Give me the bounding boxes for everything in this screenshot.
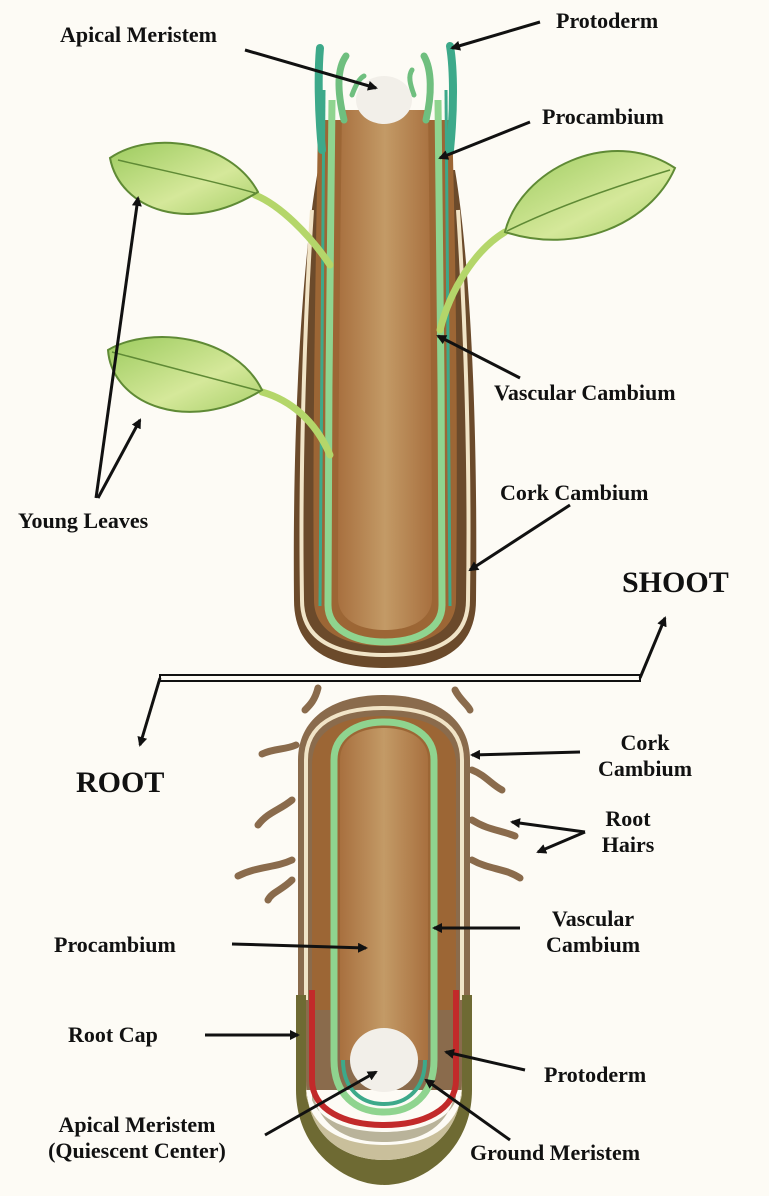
label-root-apical-meristem-line2: (Quiescent Center) (6, 1138, 268, 1164)
shoot-tip-outer-right (450, 46, 453, 150)
label-shoot: SHOOT (622, 566, 729, 600)
arrow-root-cork-cambium (472, 752, 580, 755)
label-root-protoderm: Protoderm (544, 1062, 646, 1088)
label-root-cork-cambium: Cork Cambium (590, 730, 700, 782)
arrow-shoot (640, 618, 665, 678)
label-young-leaves: Young Leaves (18, 508, 148, 534)
label-root-hairs-line1: Root (588, 806, 668, 832)
label-root-vascular-cambium-line2: Cambium (528, 932, 658, 958)
shoot-tip-small-right (410, 70, 414, 95)
arrow-root-hairs-2 (538, 832, 585, 852)
label-root-vascular-cambium: Vascular Cambium (528, 906, 658, 958)
arrow-shoot-protoderm (452, 22, 540, 48)
label-root-apical-meristem: Apical Meristem (Quiescent Center) (6, 1112, 268, 1164)
label-root-cork-cambium-line2: Cambium (590, 756, 700, 782)
label-shoot-vascular-cambium: Vascular Cambium (494, 380, 676, 406)
leaf-upper-left (110, 143, 258, 214)
label-shoot-apical-meristem: Apical Meristem (60, 22, 217, 48)
label-shoot-procambium: Procambium (542, 104, 664, 130)
shoot-pith (338, 110, 432, 630)
root-section (238, 688, 520, 1185)
label-root-cork-cambium-line1: Cork (590, 730, 700, 756)
label-root-hairs-line2: Hairs (588, 832, 668, 858)
arrow-root-hairs-1 (512, 822, 585, 832)
label-root-vascular-cambium-line1: Vascular (528, 906, 658, 932)
arrow-shoot-apical-meristem (245, 50, 376, 88)
shoot-section (108, 46, 675, 668)
shoot-tip-inner-left (339, 56, 346, 120)
arrow-root (140, 678, 160, 745)
shoot-tip-inner-right (424, 56, 430, 120)
label-root-apical-meristem-line1: Apical Meristem (6, 1112, 268, 1138)
label-root-hairs: Root Hairs (588, 806, 668, 858)
leaf-lower-left (108, 337, 262, 412)
label-shoot-protoderm: Protoderm (556, 8, 658, 34)
label-ground-meristem: Ground Meristem (470, 1140, 640, 1166)
root-pith (340, 728, 428, 1060)
leaf-right (505, 151, 675, 240)
shoot-tip-outer-left (319, 48, 322, 150)
arrow-shoot-cork-cambium (470, 505, 570, 570)
label-shoot-cork-cambium: Cork Cambium (500, 480, 649, 506)
label-root-cap: Root Cap (68, 1022, 158, 1048)
shoot-root-divider (160, 675, 640, 681)
label-root-procambium: Procambium (54, 932, 176, 958)
label-root: ROOT (76, 766, 164, 800)
